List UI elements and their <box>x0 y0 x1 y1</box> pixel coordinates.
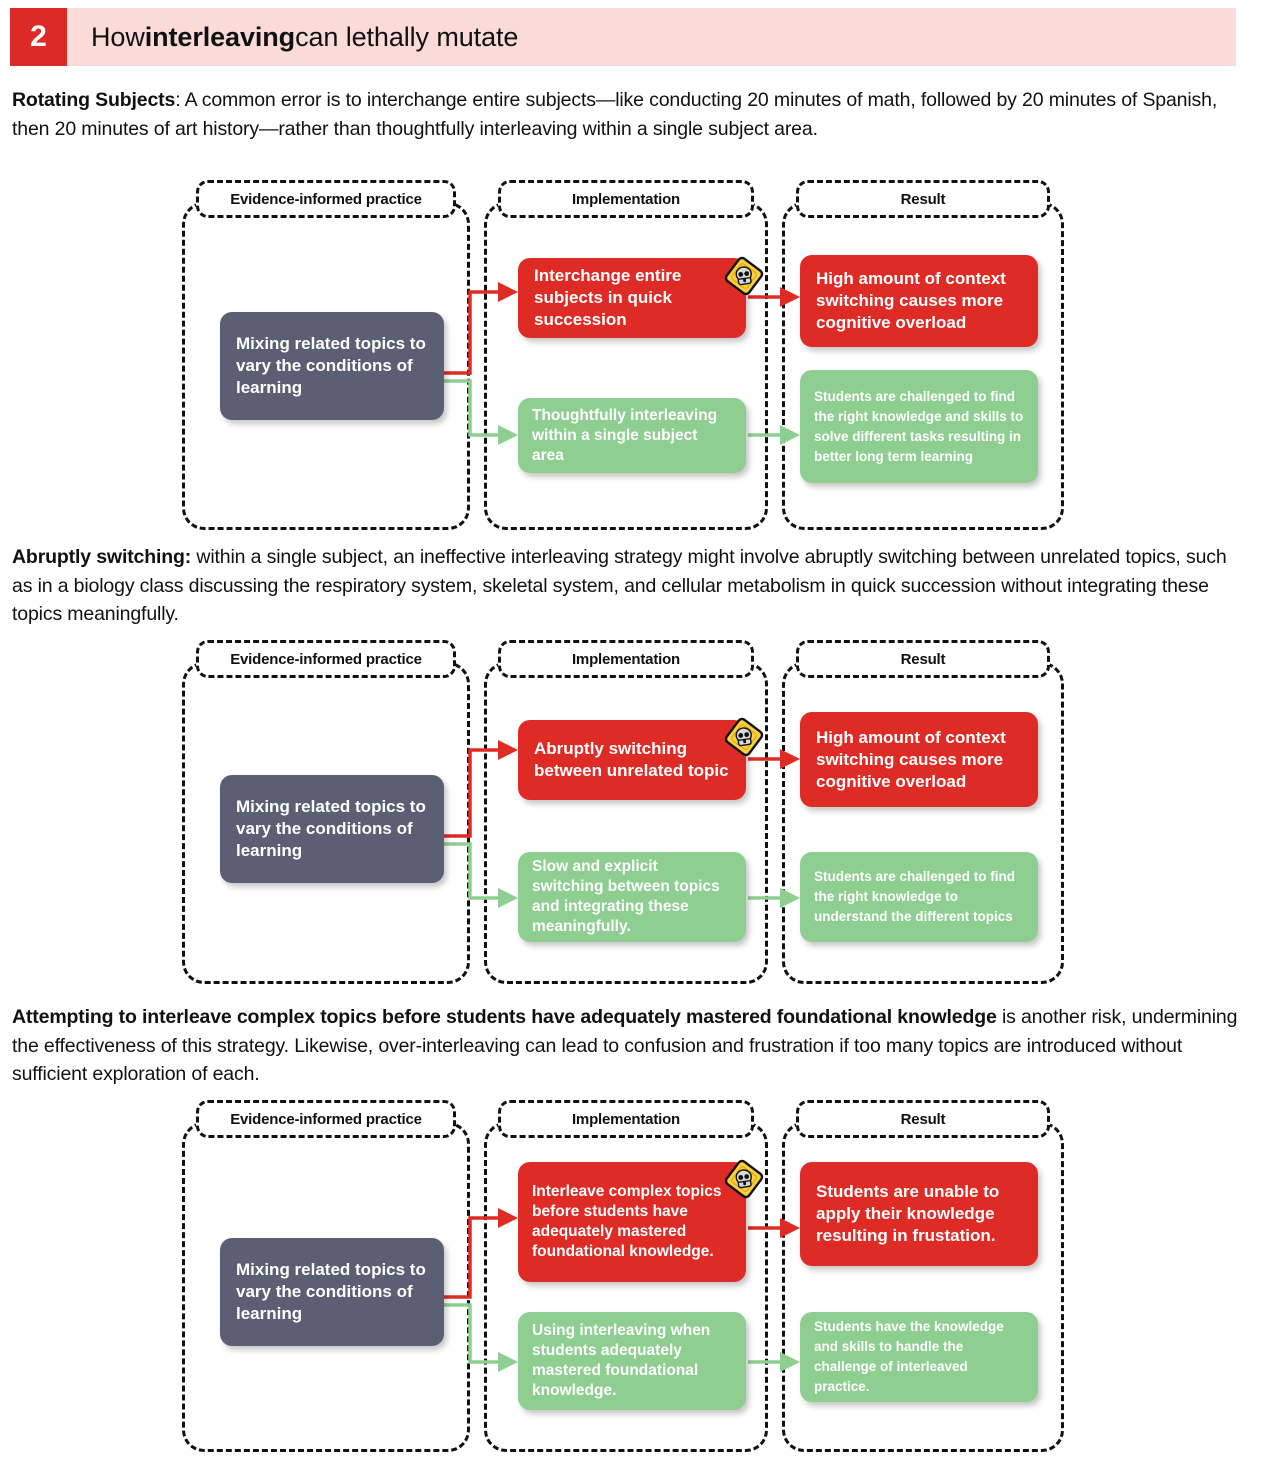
node-good-implementation-text: Thoughtfully interleaving within a singl… <box>532 406 718 464</box>
paragraph-rotating-subjects: Rotating Subjects: A common error is to … <box>12 86 1252 143</box>
node-practice-text: Mixing related topics to vary the condit… <box>236 334 426 397</box>
diagram-2: Evidence-informed practice Implementatio… <box>182 640 1064 985</box>
node-bad-implementation-text: Abruptly switching between unrelated top… <box>534 739 729 780</box>
section-header-bar: 2 How interleaving can lethally mutate <box>10 8 1236 66</box>
node-bad-result-text: Students are unable to apply their knowl… <box>816 1182 1000 1245</box>
node-good-result-text: Students have the knowledge and skills t… <box>814 1319 1004 1394</box>
node-practice: Mixing related topics to vary the condit… <box>220 312 444 420</box>
lane-label-practice: Evidence-informed practice <box>196 640 456 678</box>
lane-label-result: Result <box>796 1100 1050 1138</box>
node-bad-result: Students are unable to apply their knowl… <box>800 1162 1038 1266</box>
paragraph-2-body: within a single subject, an ineffective … <box>12 546 1227 625</box>
paragraph-3-lead: Attempting to interleave complex topics … <box>12 1006 997 1028</box>
lane-label-result: Result <box>796 180 1050 218</box>
page-title-suffix: can lethally mutate <box>295 21 519 52</box>
node-good-implementation: Thoughtfully interleaving within a singl… <box>518 398 746 473</box>
node-bad-result-text: High amount of context switching causes … <box>816 269 1006 332</box>
node-bad-implementation: Abruptly switching between unrelated top… <box>518 720 746 800</box>
lane-label-implementation: Implementation <box>498 180 754 218</box>
diagram-1: Evidence-informed practice Implementatio… <box>182 180 1064 530</box>
node-bad-result-text: High amount of context switching causes … <box>816 727 1006 791</box>
paragraph-3-body: is another risk, undermining the effecti… <box>12 1006 1238 1085</box>
page-title: How interleaving can lethally mutate <box>67 8 518 66</box>
node-good-implementation: Using interleaving when students adequat… <box>518 1312 746 1410</box>
node-good-result: Students are challenged to find the righ… <box>800 852 1038 942</box>
section-number-badge: 2 <box>10 8 67 66</box>
node-good-implementation-text: Using interleaving when students adequat… <box>532 1322 711 1399</box>
node-practice-text: Mixing related topics to vary the condit… <box>236 1260 426 1323</box>
skull-warning-icon <box>724 1159 764 1199</box>
page-title-emphasis: interleaving <box>144 21 296 52</box>
lane-label-practice: Evidence-informed practice <box>196 180 456 218</box>
lane-label-implementation: Implementation <box>498 1100 754 1138</box>
node-good-result: Students have the knowledge and skills t… <box>800 1312 1038 1402</box>
lane-label-practice: Evidence-informed practice <box>196 1100 456 1138</box>
page-title-prefix: How <box>91 21 145 52</box>
node-practice: Mixing related topics to vary the condit… <box>220 775 444 883</box>
paragraph-2-lead: Abruptly switching: <box>12 546 192 568</box>
node-bad-implementation-text: Interchange entire subjects in quick suc… <box>534 266 682 329</box>
node-good-implementation: Slow and explicit switching between topi… <box>518 852 746 942</box>
node-good-result-text: Students are challenged to find the righ… <box>814 388 1024 464</box>
paragraph-1-body: : A common error is to interchange entir… <box>12 89 1218 140</box>
node-bad-implementation: Interleave complex topics before student… <box>518 1162 746 1282</box>
paragraph-abruptly-switching: Abruptly switching: within a single subj… <box>12 543 1252 629</box>
node-bad-result: High amount of context switching causes … <box>800 712 1038 807</box>
node-practice-text: Mixing related topics to vary the condit… <box>236 797 426 860</box>
diagram-3: Evidence-informed practice Implementatio… <box>182 1100 1064 1455</box>
lane-label-result: Result <box>796 640 1050 678</box>
node-good-implementation-text: Slow and explicit switching between topi… <box>532 858 720 935</box>
paragraph-1-lead: Rotating Subjects <box>12 89 176 111</box>
node-practice: Mixing related topics to vary the condit… <box>220 1238 444 1346</box>
node-good-result: Students are challenged to find the righ… <box>800 370 1038 483</box>
node-bad-implementation: Interchange entire subjects in quick suc… <box>518 258 746 338</box>
node-bad-result: High amount of context switching causes … <box>800 255 1038 347</box>
node-bad-implementation-text: Interleave complex topics before student… <box>532 1183 722 1260</box>
lane-label-implementation: Implementation <box>498 640 754 678</box>
skull-warning-icon <box>724 256 764 296</box>
skull-warning-icon <box>724 717 764 757</box>
paragraph-complex-topics: Attempting to interleave complex topics … <box>12 1003 1252 1089</box>
node-good-result-text: Students are challenged to find the righ… <box>814 869 1016 924</box>
